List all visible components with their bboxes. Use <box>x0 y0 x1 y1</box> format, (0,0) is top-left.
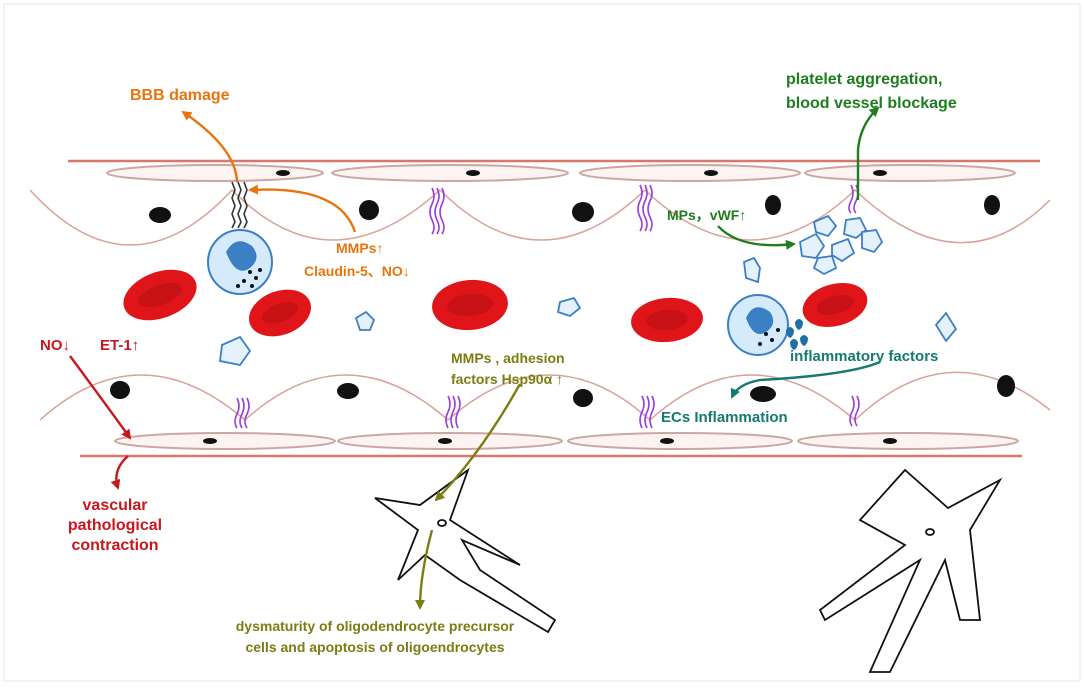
leukocyte-right <box>727 294 808 356</box>
label-dysmaturity: dysmaturity of oligodendrocyte precursor <box>236 618 515 634</box>
platelet-aggregate <box>799 214 884 276</box>
label-et1-up: ET-1↑ <box>100 337 139 354</box>
label-contraction: contraction <box>71 537 158 554</box>
label-factors-hsp90: factors Hsp90α ↑ <box>451 371 563 387</box>
label-mmps: MMPs↑ <box>336 240 383 256</box>
arrows <box>69 106 881 610</box>
frame-border <box>3 3 1081 682</box>
label-vascular: vascular <box>83 497 148 514</box>
bottom-vessel-wall <box>39 371 1051 458</box>
leukocyte-left <box>207 229 273 295</box>
label-blood-vessel-blockage: blood vessel blockage <box>786 95 957 112</box>
label-ecs-inflammation: ECs Inflammation <box>661 409 788 426</box>
top-vessel-wall <box>29 159 1051 246</box>
label-pathological: pathological <box>68 517 162 534</box>
label-claudin-no: Claudin-5、NO↓ <box>304 263 410 279</box>
tight-junctions-top <box>429 184 859 235</box>
platelets <box>219 256 958 366</box>
oligodendrocyte-right <box>818 468 1003 673</box>
damaged-tight-junction <box>231 181 248 229</box>
tight-junctions-bottom <box>234 395 860 429</box>
label-no-down: NO↓ <box>40 337 70 354</box>
red-blood-cells <box>123 269 868 343</box>
label-platelet-aggregation: platelet aggregation, <box>786 71 942 88</box>
label-bbb-damage: BBB damage <box>130 87 230 104</box>
label-mmps-adhesion: MMPs , adhesion <box>451 350 565 366</box>
label-inflammatory-factors: inflammatory factors <box>790 348 938 365</box>
label-mps-vwf: MPs，vWF↑ <box>667 207 746 223</box>
label-apoptosis: cells and apoptosis of oligoendrocytes <box>245 639 504 655</box>
oligodendrocyte-left <box>374 467 557 634</box>
